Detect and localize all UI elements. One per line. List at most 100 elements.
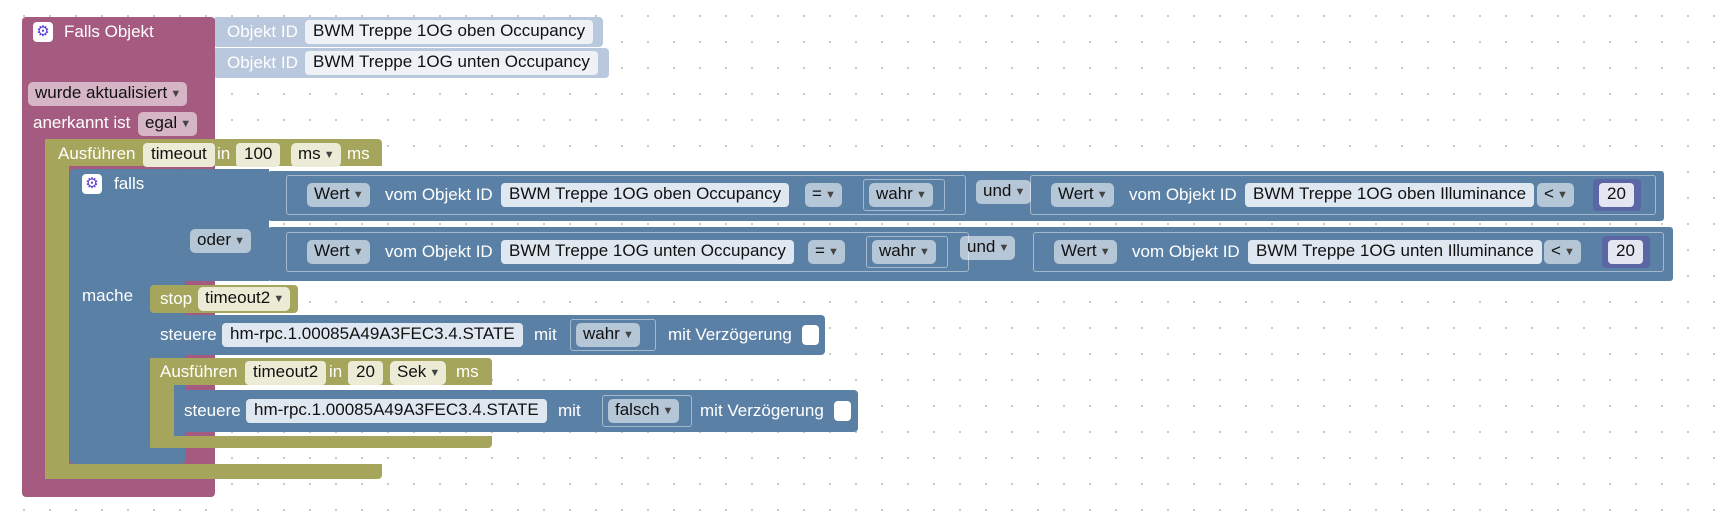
with-label: mit bbox=[534, 325, 557, 344]
boolean-block[interactable]: wahr▼ bbox=[866, 236, 948, 268]
trigger-title: Falls Objekt bbox=[64, 22, 154, 41]
control-label: steuere bbox=[160, 325, 217, 344]
compare-block[interactable]: Wert▼ vom Objekt ID BWM Treppe 1OG oben … bbox=[286, 175, 966, 215]
chevron-down-icon: ▼ bbox=[825, 189, 836, 201]
chevron-down-icon: ▼ bbox=[1014, 186, 1026, 198]
object-id-field[interactable]: BWM Treppe 1OG unten Occupancy bbox=[305, 51, 598, 75]
timeout2-unit-dropdown[interactable]: Sek▼ bbox=[390, 361, 447, 385]
from-object-label: vom Objekt ID bbox=[1129, 185, 1237, 204]
compare-block[interactable]: Wert▼ vom Objekt ID BWM Treppe 1OG unten… bbox=[286, 232, 969, 272]
condition-row-2[interactable]: Wert▼ vom Objekt ID BWM Treppe 1OG unten… bbox=[268, 227, 1673, 281]
value-mode-dropdown[interactable]: Wert▼ bbox=[307, 240, 370, 264]
operator-dropdown[interactable]: <▼ bbox=[1544, 240, 1581, 264]
number-block[interactable]: 20 bbox=[1602, 236, 1650, 268]
timeout-unit-dropdown[interactable]: ms▼ bbox=[291, 143, 341, 167]
number-block[interactable]: 20 bbox=[1593, 179, 1641, 211]
operator-dropdown[interactable]: <▼ bbox=[1537, 183, 1574, 207]
chevron-down-icon: ▼ bbox=[234, 235, 246, 247]
stop-label: stop bbox=[160, 289, 193, 308]
chevron-down-icon: ▼ bbox=[1096, 189, 1108, 201]
ack-dropdown[interactable]: egal▼ bbox=[138, 112, 198, 136]
chevron-down-icon: ▼ bbox=[180, 118, 192, 130]
gear-icon[interactable]: ⚙ bbox=[33, 22, 53, 42]
timeout2-block-body bbox=[150, 358, 174, 448]
operator-dropdown[interactable]: =▼ bbox=[808, 240, 845, 264]
timeout2-value-field[interactable]: 20 bbox=[348, 361, 383, 385]
object-id-field[interactable]: BWM Treppe 1OG unten Illuminance bbox=[1248, 240, 1542, 264]
chevron-down-icon: ▼ bbox=[828, 246, 839, 258]
chevron-down-icon: ▼ bbox=[915, 189, 927, 201]
chevron-down-icon: ▼ bbox=[918, 246, 930, 258]
chevron-down-icon: ▼ bbox=[429, 367, 441, 379]
gear-icon[interactable]: ⚙ bbox=[82, 174, 102, 194]
if-label: falls bbox=[114, 174, 145, 193]
timeout2-name-field[interactable]: timeout2 bbox=[245, 361, 327, 385]
chevron-down-icon: ▼ bbox=[273, 293, 285, 305]
control-block[interactable]: steuere hm-rpc.1.00085A49A3FEC3.4.STATE … bbox=[150, 315, 825, 355]
boolean-block[interactable]: wahr▼ bbox=[863, 179, 945, 211]
operator-dropdown[interactable]: =▼ bbox=[805, 183, 842, 207]
boolean-block[interactable]: falsch▼ bbox=[602, 395, 692, 427]
object-id-field[interactable]: BWM Treppe 1OG oben Illuminance bbox=[1245, 183, 1535, 207]
boolean-block[interactable]: wahr▼ bbox=[570, 319, 656, 351]
control-block[interactable]: steuere hm-rpc.1.00085A49A3FEC3.4.STATE … bbox=[174, 390, 858, 432]
value-mode-dropdown[interactable]: Wert▼ bbox=[1051, 183, 1114, 207]
stop-timeout-block[interactable]: stop timeout2▼ bbox=[150, 285, 298, 313]
chevron-down-icon: ▼ bbox=[662, 405, 674, 417]
logic-dropdown[interactable]: und▼ bbox=[976, 180, 1032, 204]
timeout2-in-label: in bbox=[329, 362, 343, 381]
event-dropdown[interactable]: wurde aktualisiert▼ bbox=[28, 82, 188, 106]
chevron-down-icon: ▼ bbox=[170, 88, 182, 100]
boolean-dropdown[interactable]: wahr▼ bbox=[869, 183, 933, 207]
state-id-field[interactable]: hm-rpc.1.00085A49A3FEC3.4.STATE bbox=[222, 323, 523, 347]
chevron-down-icon: ▼ bbox=[323, 149, 335, 161]
condition-row-1[interactable]: Wert▼ vom Objekt ID BWM Treppe 1OG oben … bbox=[268, 171, 1664, 221]
timeout-block-footer bbox=[45, 464, 382, 479]
object-id-block-1[interactable]: Objekt ID BWM Treppe 1OG oben Occupancy bbox=[213, 17, 603, 47]
or-dropdown[interactable]: oder▼ bbox=[190, 229, 252, 253]
timeout-label: Ausführen bbox=[58, 144, 136, 163]
chevron-down-icon: ▼ bbox=[1557, 189, 1568, 201]
timeout-block-body bbox=[45, 139, 69, 479]
from-object-label: vom Objekt ID bbox=[385, 185, 493, 204]
timeout-value-field[interactable]: 100 bbox=[236, 143, 281, 167]
number-field[interactable]: 20 bbox=[1608, 240, 1643, 264]
boolean-dropdown[interactable]: falsch▼ bbox=[608, 399, 680, 423]
timeout-in-label: in bbox=[217, 144, 231, 163]
compare-block[interactable]: Wert▼ vom Objekt ID BWM Treppe 1OG unten… bbox=[1033, 232, 1664, 272]
value-mode-dropdown[interactable]: Wert▼ bbox=[307, 183, 370, 207]
object-id-label: Objekt ID bbox=[227, 22, 298, 41]
timeout2-suffix: ms bbox=[456, 362, 479, 381]
chevron-down-icon: ▼ bbox=[998, 242, 1010, 254]
do-label: mache bbox=[82, 286, 134, 305]
timeout2-block-footer bbox=[150, 436, 492, 448]
object-id-block-2[interactable]: Objekt ID BWM Treppe 1OG unten Occupancy bbox=[213, 48, 609, 78]
boolean-dropdown[interactable]: wahr▼ bbox=[872, 240, 936, 264]
timeout2-label: Ausführen bbox=[160, 362, 238, 381]
chevron-down-icon: ▼ bbox=[1564, 246, 1575, 258]
stop-timeout-dropdown[interactable]: timeout2▼ bbox=[198, 287, 291, 311]
delay-checkbox[interactable] bbox=[802, 325, 819, 345]
object-id-label: Objekt ID bbox=[227, 53, 298, 72]
chevron-down-icon: ▼ bbox=[352, 189, 364, 201]
timeout-suffix: ms bbox=[347, 144, 370, 163]
with-label: mit bbox=[558, 401, 581, 420]
compare-block[interactable]: Wert▼ vom Objekt ID BWM Treppe 1OG oben … bbox=[1030, 175, 1656, 215]
delay-checkbox[interactable] bbox=[834, 401, 851, 421]
logic-dropdown[interactable]: und▼ bbox=[960, 236, 1016, 260]
object-id-field[interactable]: BWM Treppe 1OG unten Occupancy bbox=[501, 240, 794, 264]
ack-label: anerkannt ist bbox=[33, 113, 131, 132]
chevron-down-icon: ▼ bbox=[1099, 246, 1111, 258]
chevron-down-icon: ▼ bbox=[352, 246, 364, 258]
boolean-dropdown[interactable]: wahr▼ bbox=[576, 323, 640, 347]
value-mode-dropdown[interactable]: Wert▼ bbox=[1054, 240, 1117, 264]
object-id-field[interactable]: BWM Treppe 1OG oben Occupancy bbox=[501, 183, 790, 207]
control-label: steuere bbox=[184, 401, 241, 420]
object-id-field[interactable]: BWM Treppe 1OG oben Occupancy bbox=[305, 20, 594, 44]
number-field[interactable]: 20 bbox=[1599, 183, 1634, 207]
delay-label: mit Verzögerung bbox=[668, 325, 792, 344]
state-id-field[interactable]: hm-rpc.1.00085A49A3FEC3.4.STATE bbox=[246, 399, 547, 423]
from-object-label: vom Objekt ID bbox=[385, 242, 493, 261]
timeout-name-field[interactable]: timeout bbox=[143, 143, 215, 167]
delay-label: mit Verzögerung bbox=[700, 401, 824, 420]
